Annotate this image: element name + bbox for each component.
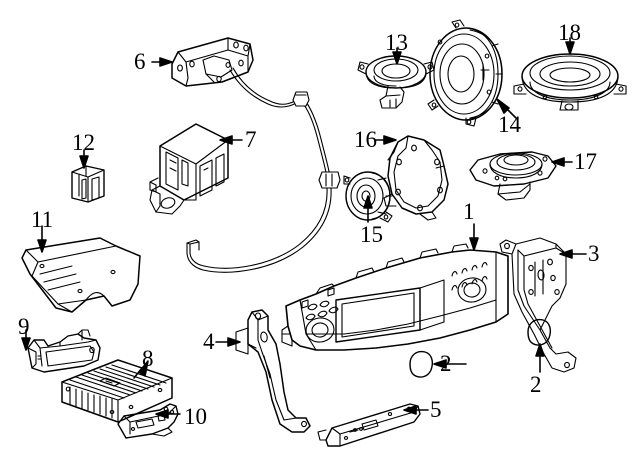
callout-16: 16	[354, 127, 377, 152]
callout-3: 3	[588, 241, 600, 266]
part-antenna-cable	[186, 67, 341, 273]
callout-15: 15	[360, 222, 383, 247]
callout-5: 5	[430, 397, 442, 422]
callout-17: 17	[574, 149, 597, 174]
part-amp-bracket-upper	[27, 329, 101, 373]
callout-10: 10	[184, 404, 207, 429]
callout-14: 14	[498, 112, 521, 137]
leader-lines	[21, 37, 587, 419]
callout-9: 9	[18, 314, 30, 339]
part-antenna-switch	[71, 165, 105, 203]
part-speaker-oval-woofer	[513, 53, 627, 111]
callout-7: 7	[245, 127, 257, 152]
part-tweeter-rear	[469, 151, 557, 201]
part-antenna-amplifier	[171, 37, 254, 87]
callout-2b: 2	[530, 372, 542, 397]
part-speaker-door-round	[427, 19, 503, 127]
part-bracket-right	[499, 237, 577, 373]
part-bracket-left	[235, 309, 311, 433]
callout-2a: 2	[440, 351, 452, 376]
callout-12: 12	[72, 130, 95, 155]
part-telematics-module	[149, 123, 229, 215]
part-power-amplifier	[61, 359, 173, 423]
part-tweeter-front	[357, 55, 435, 109]
callout-8: 8	[142, 346, 154, 371]
part-speaker-bracket	[383, 135, 449, 221]
part-head-unit	[281, 243, 509, 351]
callout-11: 11	[31, 207, 54, 232]
callout-4: 4	[203, 329, 215, 354]
part-control-knob-a	[409, 350, 434, 378]
part-protector-cover	[21, 237, 141, 313]
callout-18: 18	[558, 20, 581, 45]
callout-1: 1	[463, 199, 475, 224]
callout-6: 6	[134, 49, 146, 74]
callout-13: 13	[385, 30, 408, 55]
